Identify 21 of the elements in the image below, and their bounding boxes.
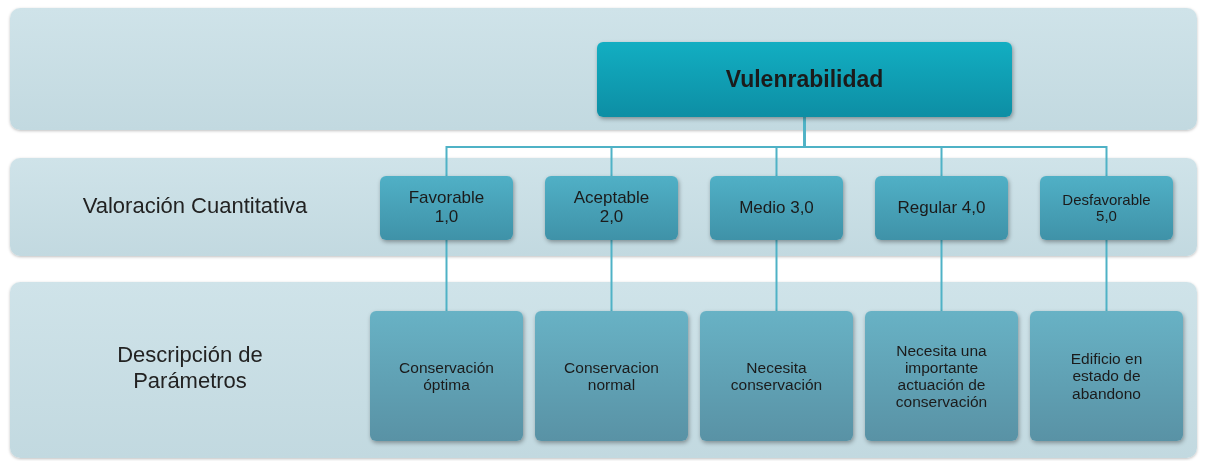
connector-line	[940, 239, 943, 312]
rating-box: Favorable 1,0	[380, 176, 513, 240]
description-box: Necesita una importante actuación de conservación	[865, 311, 1018, 441]
band-panel	[10, 158, 1197, 256]
band-panel	[10, 8, 1197, 130]
connector-line	[445, 239, 448, 312]
description-box: Conservación óptima	[370, 311, 523, 441]
description-box: Edificio en estado de abandono	[1030, 311, 1183, 441]
row-heading: Valoración Cuantitativa	[81, 193, 309, 220]
rating-box: Regular 4,0	[875, 176, 1008, 240]
title-box: Vulenrabilidad	[597, 42, 1012, 117]
description-box: Conservacion normal	[535, 311, 688, 441]
description-box: Necesita conservación	[700, 311, 853, 441]
band-panel	[10, 282, 1197, 458]
rating-box: Aceptable 2,0	[545, 176, 678, 240]
connector-line	[775, 239, 778, 312]
row-heading: Descripción de Parámetros	[116, 342, 264, 395]
connector-line	[1105, 239, 1108, 312]
rating-box: Medio 3,0	[710, 176, 843, 240]
rating-box: Desfavorable 5,0	[1040, 176, 1173, 240]
connector-line	[610, 239, 613, 312]
